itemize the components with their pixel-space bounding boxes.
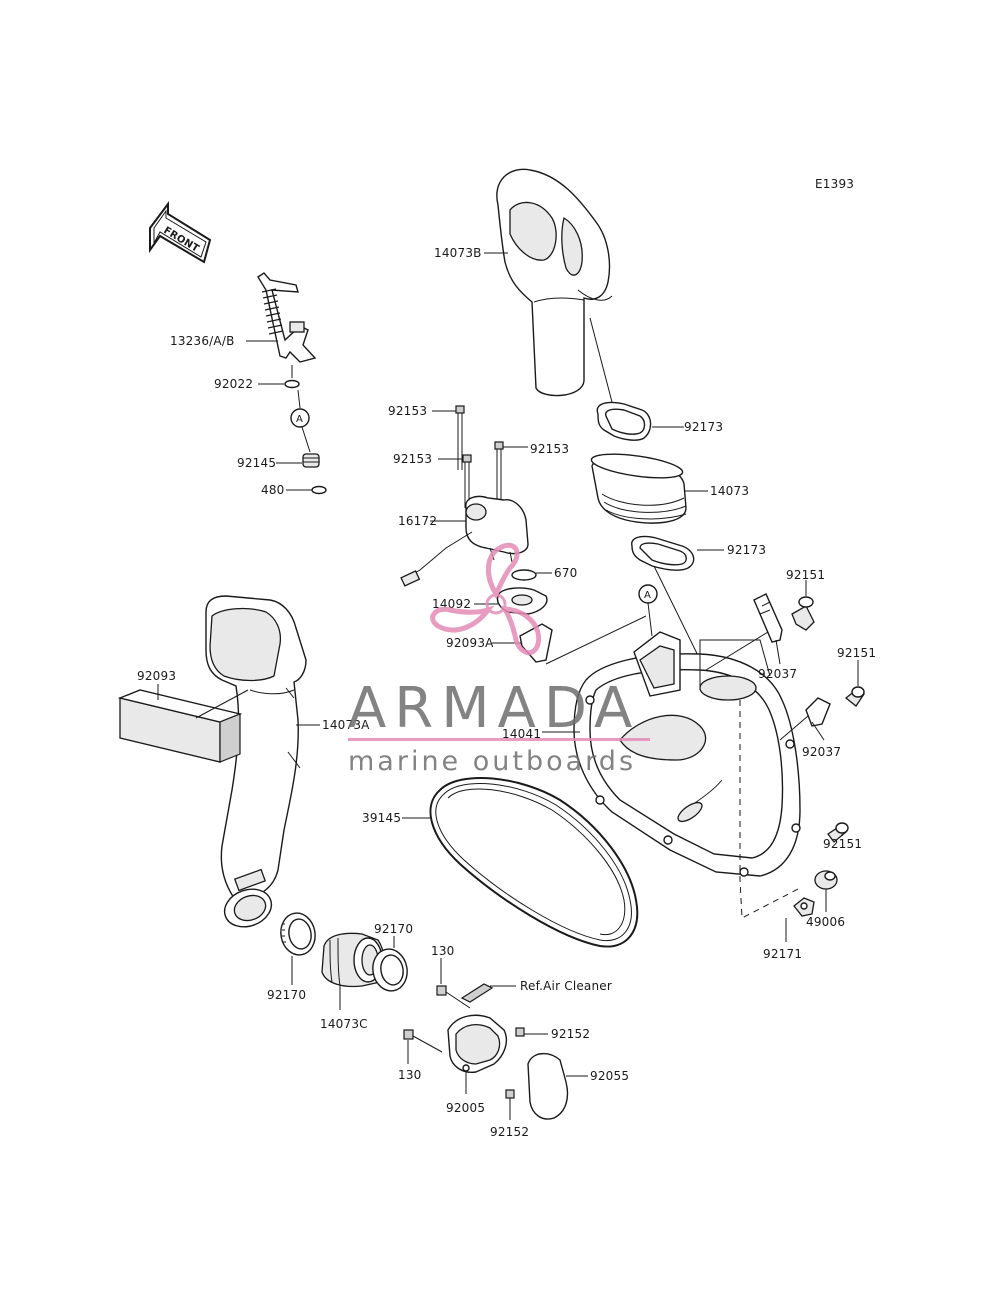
bolt-92151-lower[interactable] [827,822,849,843]
nut-92152-upper[interactable] [515,1027,525,1037]
label-92152-upper: 92152 [551,1027,590,1041]
label-92173-lower: 92173 [727,543,766,557]
callout-a-right [638,584,658,604]
label-92170-right: 92170 [374,922,413,936]
label-130-lower: 130 [398,1068,422,1082]
bracket-92037-upper[interactable] [753,593,783,643]
label-92151-lower: 92151 [823,837,862,851]
label-92153-a: 92153 [388,404,427,418]
washer-92022[interactable] [284,379,300,389]
label-670: 670 [554,566,578,580]
bolt-92153-b[interactable] [494,441,504,500]
label-92153-c: 92153 [393,452,432,466]
belt-39145[interactable] [429,776,639,948]
watermark-subtitle: marine outboards [348,746,636,777]
label-39145: 39145 [362,811,401,825]
ref-air-cleaner-label: Ref.Air Cleaner [520,979,612,993]
label-92152-lower: 92152 [490,1125,529,1139]
actuator-16172[interactable] [400,495,529,587]
label-92037-lower: 92037 [802,745,841,759]
spring-assembly-13236[interactable] [257,272,317,363]
bolt-130-upper[interactable] [436,985,471,1009]
cover-14041[interactable] [573,631,801,877]
label-92145: 92145 [237,456,276,470]
bolt-92151-right[interactable] [844,686,865,707]
clamp-92171[interactable] [793,897,815,917]
label-92055: 92055 [590,1069,629,1083]
label-480: 480 [261,483,285,497]
watermark-divider [348,738,650,741]
label-92151-upper: 92151 [786,568,825,582]
label-92093a: 92093A [446,636,494,650]
label-92005: 92005 [446,1101,485,1115]
gasket-92173-upper[interactable] [596,401,652,441]
clamp-92170-right[interactable] [370,946,411,993]
bolt-130-lower[interactable] [403,1029,443,1053]
diagram-code: E1393 [815,177,854,191]
bracket-92037-lower[interactable] [805,697,831,727]
label-92173-upper: 92173 [684,420,723,434]
label-92037-upper: 92037 [758,667,797,681]
label-13236: 13236/A/B [170,334,235,348]
duct-14073b[interactable] [496,168,613,397]
bolt-92151-upper[interactable] [791,596,815,631]
nut-92152-lower[interactable] [505,1089,515,1099]
housing-92005[interactable] [447,1014,508,1073]
callout-a-left [290,408,310,428]
label-92093: 92093 [137,669,176,683]
propeller-logo-icon [430,542,542,656]
label-92022: 92022 [214,377,253,391]
duct-14073a[interactable] [205,595,307,933]
label-14041: 14041 [502,727,541,741]
label-92153-b: 92153 [530,442,569,456]
gasket-92173-lower[interactable] [631,535,695,571]
filter-pad-92093[interactable] [117,689,243,763]
label-130-upper: 130 [431,944,455,958]
strap-ref-air-cleaner[interactable] [460,983,494,1003]
label-16172: 16172 [398,514,437,528]
gasket-92055[interactable] [527,1053,569,1120]
label-14073b: 14073B [434,246,482,260]
label-92171: 92171 [763,947,802,961]
boot-14073[interactable] [590,450,687,524]
label-92170-left: 92170 [267,988,306,1002]
callout-a-right-label: A [644,590,651,601]
o-ring-480[interactable] [311,485,327,495]
o-ring-670[interactable] [511,569,537,581]
label-14073a: 14073A [322,718,370,732]
label-14073c: 14073C [320,1017,368,1031]
label-49006: 49006 [806,915,845,929]
label-92151-right: 92151 [837,646,876,660]
front-arrow-icon: FRONT [149,201,212,264]
armada-watermark: ARMADA marine outboards [348,542,650,777]
label-14073: 14073 [710,484,749,498]
bolt-92153-a[interactable] [455,405,465,470]
spring-92145[interactable] [302,453,320,468]
watermark-title: ARMADA [348,676,640,741]
bolt-92153-c[interactable] [462,454,472,508]
callout-a-left-label: A [296,414,303,425]
clamp-92170-left[interactable] [278,910,319,957]
grommet-49006[interactable] [814,870,838,890]
